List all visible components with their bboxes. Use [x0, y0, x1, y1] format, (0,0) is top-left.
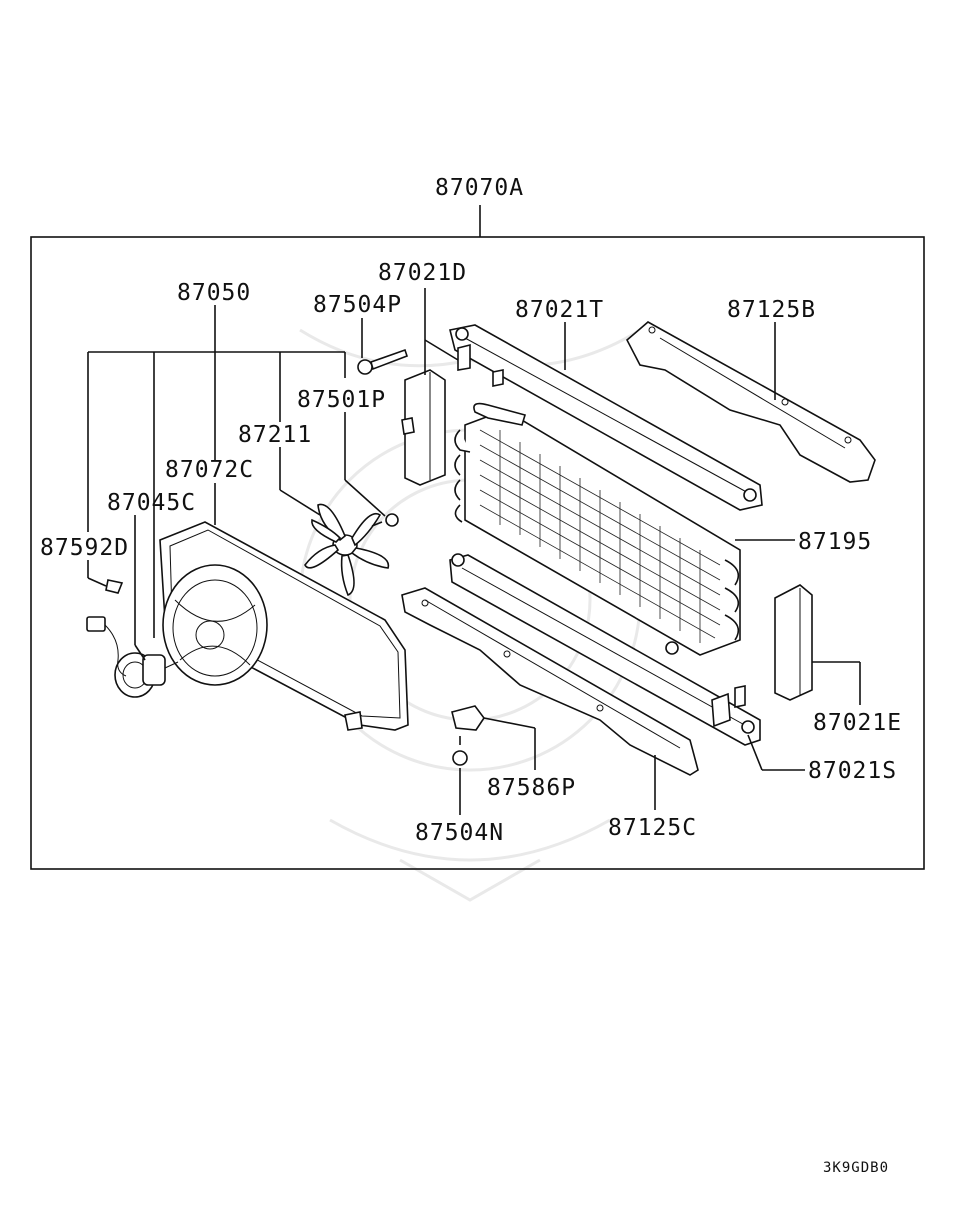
part-label-87021D: 87021D: [378, 260, 467, 286]
side-bracket-87021E: [774, 584, 813, 701]
part-label-87504P: 87504P: [313, 292, 402, 318]
fan-shroud-87050: [159, 521, 409, 731]
part-label-87072C: 87072C: [165, 457, 254, 483]
part-label-87195: 87195: [798, 529, 872, 555]
motor-connector-87592D: [86, 579, 127, 677]
part-label-87045C: 87045C: [107, 490, 196, 516]
bolt-87504P: [357, 348, 409, 375]
assembly-frame: [30, 236, 925, 870]
part-label-87501P: 87501P: [297, 387, 386, 413]
part-label-87021E: 87021E: [813, 710, 902, 736]
bolt-87501P: [371, 513, 399, 527]
part-label-87504N: 87504N: [415, 820, 504, 846]
lower-mount-87021S: [449, 553, 761, 746]
lower-seal-87125C: [401, 587, 699, 776]
side-bracket-87021D: [401, 369, 446, 486]
fan-blade-87211: [304, 503, 390, 597]
part-label-87021T: 87021T: [515, 297, 604, 323]
part-label-87586P: 87586P: [487, 775, 576, 801]
part-label-87592D: 87592D: [40, 535, 129, 561]
clip-87586P: [451, 705, 485, 731]
part-label-87050: 87050: [177, 280, 251, 306]
part-label-87125B: 87125B: [727, 297, 816, 323]
assembly-label: 87070A: [435, 175, 524, 201]
screw-87504N: [452, 736, 468, 766]
top-seal-87125B: [625, 321, 876, 483]
condenser-core-87195: [454, 402, 741, 656]
part-label-87211: 87211: [238, 422, 312, 448]
reference-code: 3K9GDB0: [823, 1160, 889, 1176]
upper-mount-87021T: [449, 324, 763, 511]
part-label-87125C: 87125C: [608, 815, 697, 841]
leader-lines: [87, 288, 861, 815]
part-label-87021S: 87021S: [808, 758, 897, 784]
